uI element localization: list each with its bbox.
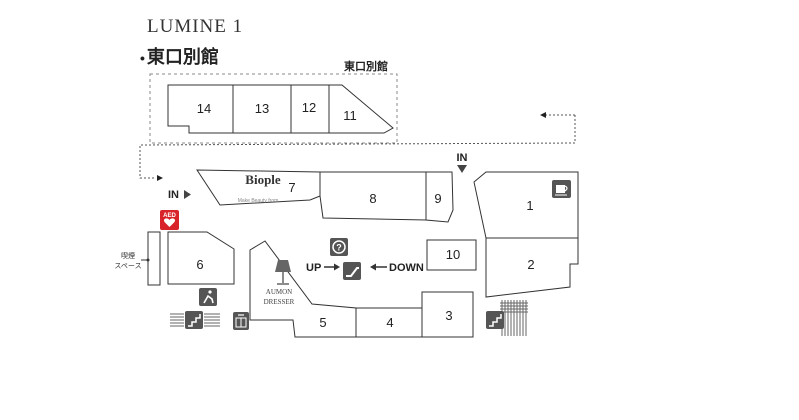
entrance-left-label: IN [168,189,179,201]
biople-logo: Biople [245,172,281,187]
smoking-space[interactable] [147,231,161,286]
smoking-label-2: スペース [114,262,141,270]
locker-icon[interactable] [233,312,249,330]
aed-label: AED [163,213,176,219]
unit-14-label: 14 [197,101,211,116]
up-arrow-icon [334,263,340,271]
section-title: •東口別館 [140,43,219,69]
svg-text:?: ? [336,243,342,253]
elevator-icon[interactable] [199,288,217,306]
unit-8[interactable] [319,171,427,221]
unit-6-label: 6 [196,257,203,272]
unit-4[interactable] [355,307,423,338]
cafe-icon[interactable] [552,180,571,198]
unit-6[interactable] [167,231,235,285]
unit-2[interactable] [485,237,579,298]
unit-10[interactable] [426,239,477,271]
unit-2-label: 2 [527,257,534,272]
escalator-up-label: UP [306,262,321,274]
entrance-top-label: IN [457,152,468,164]
unit-7[interactable] [196,169,321,206]
info-icon[interactable]: ? [330,238,348,256]
bullet: • [140,50,145,66]
unit-13-label: 13 [255,101,269,116]
annex-boundary [149,73,398,144]
annex-connector [139,115,576,179]
unit-11-label: 11 [343,108,357,123]
aumon-logo-line1: AUMON [266,288,292,296]
unit-5-label: 5 [319,315,326,330]
stairs-right-icon[interactable] [486,300,528,336]
annex-label: 東口別館 [344,59,388,73]
unit-3[interactable] [421,291,474,338]
unit-1-label: 1 [526,198,533,213]
unit-11[interactable] [328,84,394,134]
entrance-top-arrow-icon [457,165,467,173]
connector-arrow-right-icon [157,175,163,181]
floor-title: LUMINE 1 [147,16,244,37]
escalator-down-label: DOWN [389,262,424,274]
unit-4-label: 4 [386,315,393,330]
section-title-text: 東口別館 [146,47,219,67]
unit-12-label: 12 [302,100,316,115]
smoking-label-1: 喫煙 [121,251,135,260]
unit-10-label: 10 [446,247,460,262]
unit-9-label: 9 [434,191,441,206]
connector-arrow-left-icon [540,112,546,118]
unit-3-label: 3 [445,308,452,323]
unit-8-label: 8 [369,191,376,206]
biople-tagline: Make Beauty from [238,198,279,204]
unit-9[interactable] [425,171,454,223]
aumon-logo-line2: DRESSER [264,298,295,306]
unit-7-label: 7 [288,180,295,195]
lamp-icon [275,260,291,285]
entrance-left-arrow-icon [184,190,191,199]
stairs-icon[interactable] [170,311,220,329]
down-arrow-icon [370,263,376,271]
escalator-icon[interactable] [343,262,361,280]
unit-12[interactable] [290,84,330,134]
aed-icon[interactable]: AED [160,210,179,230]
